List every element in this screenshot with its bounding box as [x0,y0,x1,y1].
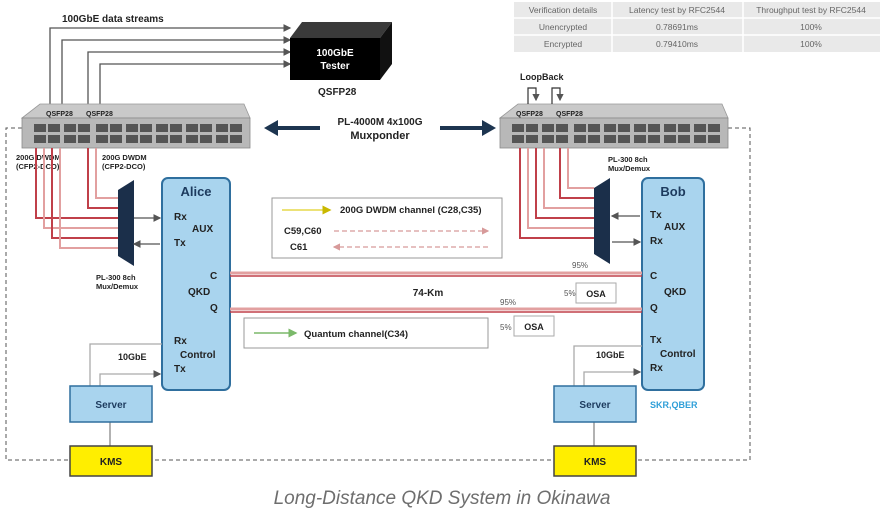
legend-quantum: Quantum channel(C34) [243,317,489,349]
bob-box: Bob Tx AUX Rx C QKD Q Tx Control Rx [641,177,705,391]
bob-port: Tx [650,210,662,221]
server-left: Server [69,385,153,423]
data-stream-lines [49,24,292,106]
tester-label: Tester [320,61,349,72]
table-header-throughput: Throughput test by RFC2544 [756,5,866,15]
muxponder-arrows [264,120,496,136]
qsfp-port-label: QSFP28 [46,111,73,118]
qsfp-port-label: QSFP28 [556,111,583,118]
loopback-lines [527,87,564,104]
tester-box: 100GbE Tester [290,22,392,80]
legend-dwdm-item: C61 [290,242,308,253]
gbe-label: 10GbE [596,350,625,360]
mux-label: Mux/Demux [96,282,139,291]
table-cell: 0.78691ms [656,22,698,32]
alice-title: Alice [180,184,211,199]
dwdm-label: 200G DWDM [102,153,147,162]
alice-port: Tx [174,238,186,249]
alice-box: Alice Rx AUX Tx C QKD Q Rx Control Tx [161,177,231,391]
mux-to-alice-lines [132,214,162,248]
table-cell: 0.79410ms [656,39,698,49]
server-label: Server [579,400,610,411]
table-cell: Encrypted [544,39,583,49]
alice-port: Rx [174,212,187,223]
server-label: Server [95,400,126,411]
qsfp-port-label: QSFP28 [516,111,543,118]
dwdm-label: (CFP2-DCO) [102,162,146,171]
osa-top: OSA [575,282,617,304]
mux-demux-right [594,178,610,264]
left-control-lines [89,343,162,446]
bob-port: AUX [664,222,685,233]
loopback-label: LoopBack [520,72,565,82]
figure-caption: Long-Distance QKD System in Okinawa [274,488,611,509]
mux-label: Mux/Demux [608,164,651,173]
legend-quantum-title: Quantum channel(C34) [304,329,408,340]
server-right: Server [553,385,637,423]
bob-title: Bob [660,184,685,199]
muxponder-label: Muxponder [350,130,410,142]
muxponder-left [20,103,251,149]
mux-to-bob-lines [610,212,642,246]
bob-port: Q [650,303,658,314]
bob-port: QKD [664,287,686,298]
kms-label: KMS [100,457,123,468]
bob-port: C [650,271,657,282]
legend-dwdm: 200G DWDM channel (C28,C35) C59,C60 C61 [271,197,503,259]
mux-demux-left [118,180,134,266]
table-cell: 100% [800,22,822,32]
table-header-details: Verification details [529,5,598,15]
legend-dwdm-title: 200G DWDM channel (C28,C35) [340,205,481,216]
skr-qber-label: SKR,QBER [650,400,698,410]
dwdm-label: (CFP2-DCO) [16,162,60,171]
right-control-lines [573,345,642,446]
table-cell: Unencrypted [539,22,587,32]
table-cell: 100% [800,39,822,49]
table-header-latency: Latency test by RFC2544 [629,5,725,15]
split-label: 5% [564,289,576,298]
alice-port: C [210,271,217,282]
data-streams-label: 100GbE data streams [62,14,164,25]
split-label: 5% [500,323,512,332]
verification-table: Verification details Latency test by RFC… [514,2,880,52]
qsfp28-label: QSFP28 [318,87,357,98]
alice-port: Control [180,350,216,361]
left-fibers [35,148,118,249]
kms-right: KMS [553,445,637,477]
split-label: 95% [500,298,516,307]
osa-bottom: OSA [513,315,555,337]
mux-label: PL-300 8ch [608,155,648,164]
osa-label: OSA [524,322,544,332]
mux-label: PL-300 8ch [96,273,136,282]
bob-port: Tx [650,335,662,346]
bob-port: Rx [650,363,663,374]
gbe-label: 10GbE [118,352,147,362]
alice-port: Q [210,303,218,314]
split-label: 95% [572,261,588,270]
bob-port: Control [660,349,696,360]
bob-port: Rx [650,236,663,247]
fiber-link-classical [230,271,642,277]
alice-port: AUX [192,224,213,235]
distance-label: 74-Km [413,288,444,299]
kms-left: KMS [69,445,153,477]
osa-label: OSA [586,289,606,299]
alice-port: Tx [174,364,186,375]
qsfp-port-label: QSFP28 [86,111,113,118]
tester-label: 100GbE [316,48,354,59]
right-fibers [519,148,594,239]
alice-port: Rx [174,336,187,347]
muxponder-right [498,103,729,149]
muxponder-label: PL-4000M 4x100G [337,117,422,128]
fiber-link-quantum [230,307,642,313]
alice-port: QKD [188,287,210,298]
kms-label: KMS [584,457,607,468]
legend-dwdm-item: C59,C60 [284,226,322,237]
dwdm-label: 200G DWDM [16,153,61,162]
